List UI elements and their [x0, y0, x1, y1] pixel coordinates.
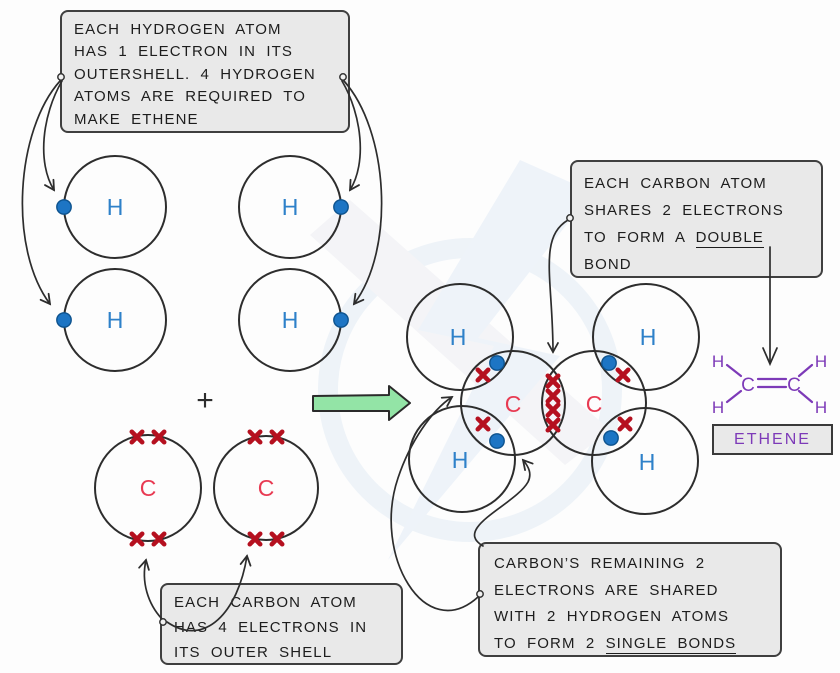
annotation-line: ATOMS ARE REQUIRED TO [74, 88, 307, 106]
annotation-box-hydrogen: EACH HYDROGEN ATOM HAS 1 ELECTRON IN ITS… [60, 10, 350, 133]
plus-sign: + [196, 384, 214, 417]
annotation-line: BOND [584, 256, 632, 273]
electron-dot [603, 430, 619, 446]
electron-dot [333, 199, 349, 215]
atom-label-c: C [505, 391, 522, 417]
ethene-label: ETHENE [734, 430, 811, 448]
atom-label-h: H [282, 194, 299, 220]
formula-h: H [815, 398, 827, 417]
formula-h: H [712, 352, 724, 371]
atom-label-h: H [107, 194, 124, 220]
bond-line [797, 363, 814, 378]
electron-dot [601, 355, 617, 371]
annotation-line: TO FORM A DOUBLE [584, 224, 809, 251]
electron-dot [56, 312, 72, 328]
atom-label-h: H [450, 324, 467, 350]
underlined-term-double: DOUBLE [695, 229, 764, 248]
bond-line [797, 389, 814, 404]
reactant-carbon-labels: C C [140, 475, 275, 501]
annotation-box-single-bonds: CARBON’S REMAINING 2 ELECTRONS ARE SHARE… [478, 542, 782, 657]
atom-label-c: C [586, 391, 603, 417]
annotation-line: CARBON’S REMAINING 2 [494, 555, 706, 572]
formula-c: C [787, 375, 801, 396]
annotation-line: ELECTRONS ARE SHARED [494, 581, 719, 599]
atom-label-h: H [107, 307, 124, 333]
electron-dot [489, 433, 505, 449]
electron-dot [333, 312, 349, 328]
bond-line [725, 363, 743, 378]
formula-h: H [712, 398, 724, 417]
formula-h: H [815, 352, 827, 371]
atom-label-c: C [140, 475, 157, 501]
reactant-carbon-atoms [94, 434, 319, 542]
annotation-line: TO FORM 2 SINGLE BONDS [494, 631, 768, 658]
bond-line [725, 389, 743, 404]
annotation-line: ITS OUTER SHELL [174, 644, 333, 661]
atom-label-h: H [282, 307, 299, 333]
reactant-hydrogen-electrons [56, 199, 349, 328]
reactant-hydrogen-labels: H H H H [107, 194, 299, 333]
annotation-line: EACH HYDROGEN ATOM [74, 21, 282, 38]
annotation-line: WITH 2 HYDROGEN ATOMS [494, 608, 730, 625]
carbon-atom-circle [94, 434, 202, 542]
product-carbon-labels: C C [505, 391, 603, 417]
hydrogen-atom-circle [592, 283, 700, 391]
atom-label-h: H [640, 324, 657, 350]
annotation-line: HAS 1 ELECTRON IN ITS [74, 43, 293, 61]
annotation-line: OUTERSHELL. 4 HYDROGEN [74, 65, 316, 83]
annotation-line: EACH CARBON ATOM [174, 594, 357, 611]
annotation-line: EACH CARBON ATOM [584, 175, 767, 192]
annotation-line: HAS 4 ELECTRONS IN [174, 619, 368, 636]
underlined-term-single-bonds: SINGLE BONDS [605, 634, 737, 654]
ethene-label-box: ETHENE [712, 424, 833, 455]
atom-label-h: H [639, 449, 656, 475]
carbon-atom-circle [213, 435, 319, 541]
carbon-atom-circle [541, 350, 647, 456]
watermark-logo [310, 160, 622, 560]
hydrogen-atom-circle [406, 283, 514, 391]
structural-formula-ethene: H H H H C C [712, 352, 827, 417]
annotation-text: TO FORM 2 [494, 634, 606, 652]
electron-dot [56, 199, 72, 215]
annotation-box-carbon: EACH CARBON ATOM HAS 4 ELECTRONS IN ITS … [160, 583, 403, 665]
atom-label-h: H [452, 447, 469, 473]
formula-c: C [741, 375, 755, 396]
reactant-hydrogen-atoms [63, 155, 342, 372]
annotation-line: SHARES 2 ELECTRONS [584, 202, 784, 219]
annotation-text: TO FORM A [584, 229, 696, 246]
electron-dot [489, 355, 505, 371]
annotation-box-double-bond: EACH CARBON ATOM SHARES 2 ELECTRONS TO F… [570, 160, 823, 278]
annotation-line: MAKE ETHENE [74, 110, 199, 128]
atom-label-c: C [258, 475, 275, 501]
electron-cross [620, 419, 630, 429]
